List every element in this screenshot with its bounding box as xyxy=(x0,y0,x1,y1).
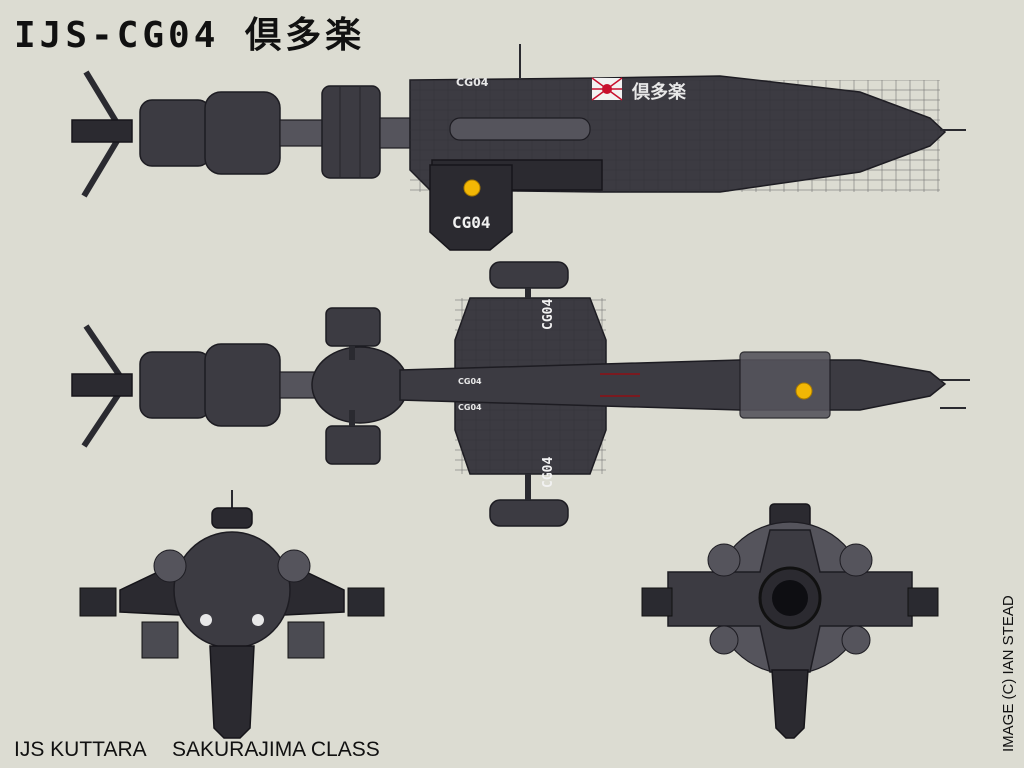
side-kanji-name: 倶多楽 xyxy=(631,81,687,103)
image-credit: IMAGE (C) IAN STEAD xyxy=(1000,595,1017,752)
ship-name-caption: IJS KUTTARA xyxy=(14,738,147,761)
ship-class-caption: SAKURAJIMA CLASS xyxy=(172,738,380,761)
page-title: IJS-CG04 倶多楽 xyxy=(14,15,366,56)
top-view: CG04 CG04 CG04 CG04 xyxy=(71,261,970,527)
rear-view xyxy=(79,490,385,739)
chrysanthemum-seal-icon xyxy=(463,179,481,197)
front-view xyxy=(641,503,939,739)
top-hull-code-lower: CG04 xyxy=(541,457,556,488)
side-hull-code-small: CG04 xyxy=(456,76,489,89)
chrysanthemum-seal-icon xyxy=(795,382,813,400)
top-hull-code-small-2: CG04 xyxy=(458,403,482,412)
top-hull-code-upper: CG04 xyxy=(541,299,556,330)
top-hull-code-small-1: CG04 xyxy=(458,377,482,386)
side-view: CG04 倶多楽 CG04 xyxy=(71,44,966,251)
side-hull-code-fin: CG04 xyxy=(452,213,491,232)
